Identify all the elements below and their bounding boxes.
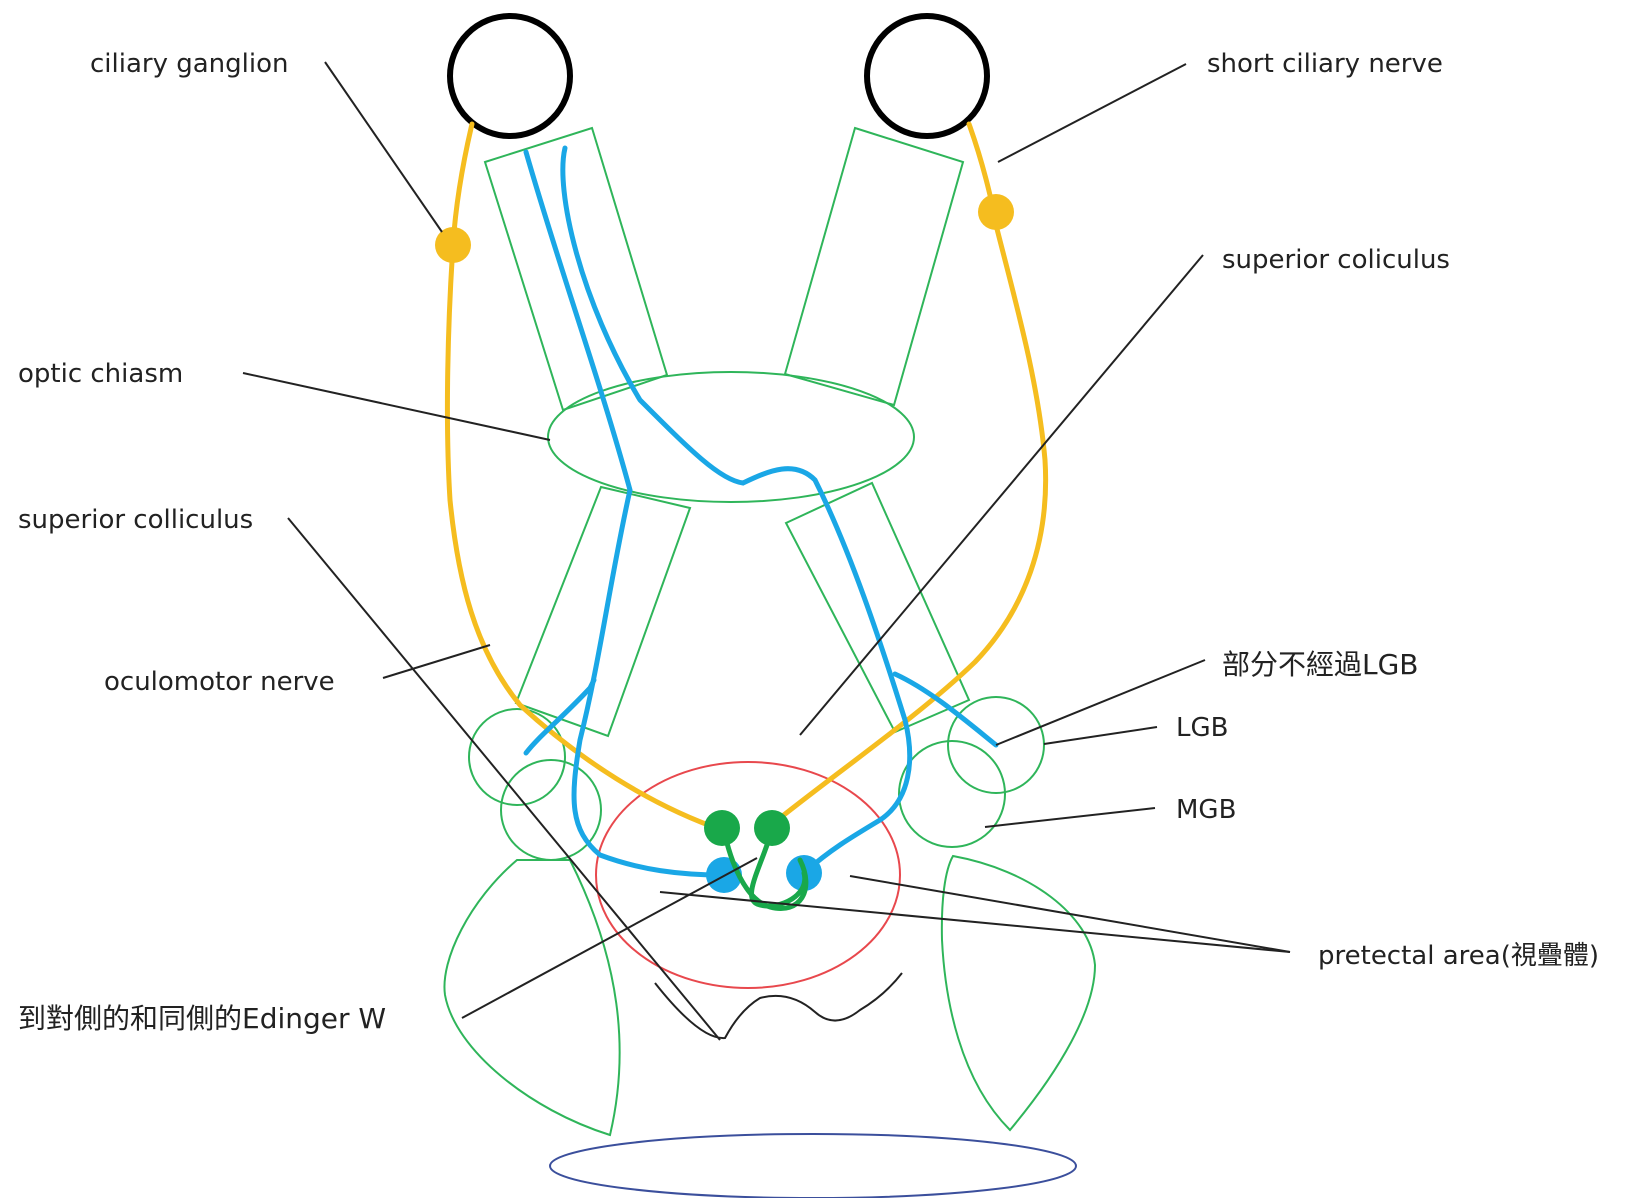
leader-optic-chiasm [243,373,550,440]
right-optic-nerve [785,128,963,405]
leader-lgb [1044,727,1157,744]
leader-pretectal-area-b [850,876,1290,952]
base-ellipse [550,1134,1076,1198]
leader-short-ciliary-nerve [998,64,1186,162]
leader-ciliary-ganglion [325,62,442,232]
left-mgb-outline [501,760,601,860]
leader-superior-coliculus-right [800,255,1203,735]
right-mgb-outline [899,741,1005,847]
left-optic-tract [516,487,690,736]
label-oculomotor-nerve: oculomotor nerve [104,667,335,697]
leader-partial-bypass-lgb [996,660,1205,745]
left-pretectal-green-node [704,810,740,846]
left-ciliary-ganglion-node [435,227,471,263]
leader-pretectal-area-a [660,892,1290,952]
left-cerebral-peduncle [444,860,619,1135]
label-edinger-westphal: 到對側的和同側的Edinger W [18,1002,386,1035]
left-lgb-outline [469,709,565,805]
left-optic-nerve [485,128,667,410]
right-ciliary-ganglion-node [978,194,1014,230]
right-pretectal-green-node [754,810,790,846]
leader-edinger-westphal [462,858,757,1018]
label-short-ciliary-nerve: short ciliary nerve [1207,49,1443,79]
label-lgb: LGB [1176,713,1228,743]
label-ciliary-ganglion: ciliary ganglion [90,49,289,79]
label-optic-chiasm: optic chiasm [18,359,183,389]
left-retinal-fiber [526,152,722,875]
label-pretectal-area: pretectal area(視疊體) [1318,941,1599,971]
label-superior-colliculus: superior colliculus [18,505,253,535]
right-retinal-fiber-crossing [563,148,910,872]
left-eye [450,16,570,136]
label-mgb: MGB [1176,795,1236,825]
label-partial-bypass-lgb: 部分不經過LGB [1222,648,1419,681]
leader-oculomotor-nerve [383,645,490,678]
right-cerebral-peduncle [942,856,1095,1130]
leader-mgb [985,808,1155,827]
label-superior-coliculus: superior coliculus [1222,245,1450,275]
right-eye [867,16,987,136]
leader-superior-colliculus-left [288,518,720,1040]
